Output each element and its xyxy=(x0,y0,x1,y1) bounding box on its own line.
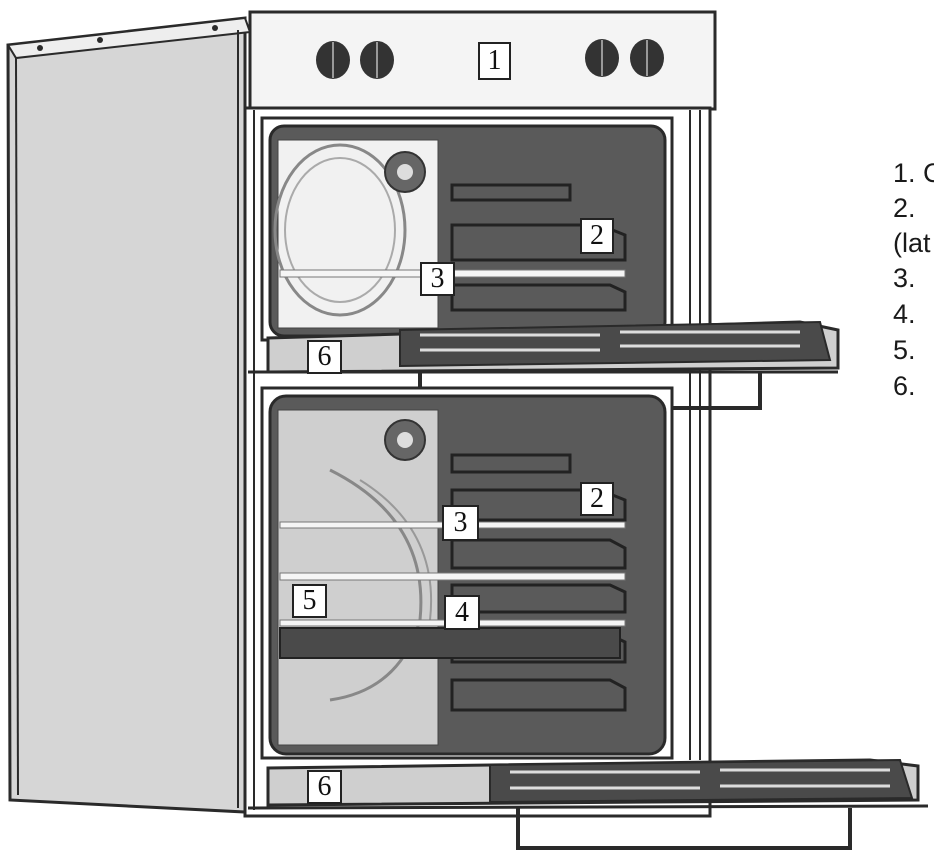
callout-lower-rack-top: 3 xyxy=(442,505,479,541)
legend-item-5: 5. xyxy=(893,335,916,365)
legend-item-4: 4. xyxy=(893,299,916,329)
legend-item-1: 1. C xyxy=(893,158,934,188)
callout-lower-shelf-support: 2 xyxy=(580,482,614,516)
lower-door xyxy=(247,758,929,850)
legend-item-3: 3. xyxy=(893,263,916,293)
callout-lower-rack-bottom: 4 xyxy=(444,595,480,630)
legend-item-2-continued: (lat xyxy=(893,228,931,258)
callout-upper-shelf-support: 2 xyxy=(580,218,614,254)
legend-item-6: 6. xyxy=(893,371,916,401)
control-knobs xyxy=(316,39,664,79)
lower-cavity xyxy=(260,386,674,760)
callout-control-panel: 1 xyxy=(478,42,511,80)
legend-item-2: 2. xyxy=(893,193,916,223)
callout-lower-door: 6 xyxy=(307,770,342,804)
upper-door xyxy=(248,320,840,410)
callout-upper-door: 6 xyxy=(307,340,342,374)
callout-lower-rack-tray: 5 xyxy=(292,584,327,618)
side-panel xyxy=(6,16,252,814)
callout-upper-rack: 3 xyxy=(420,262,455,296)
